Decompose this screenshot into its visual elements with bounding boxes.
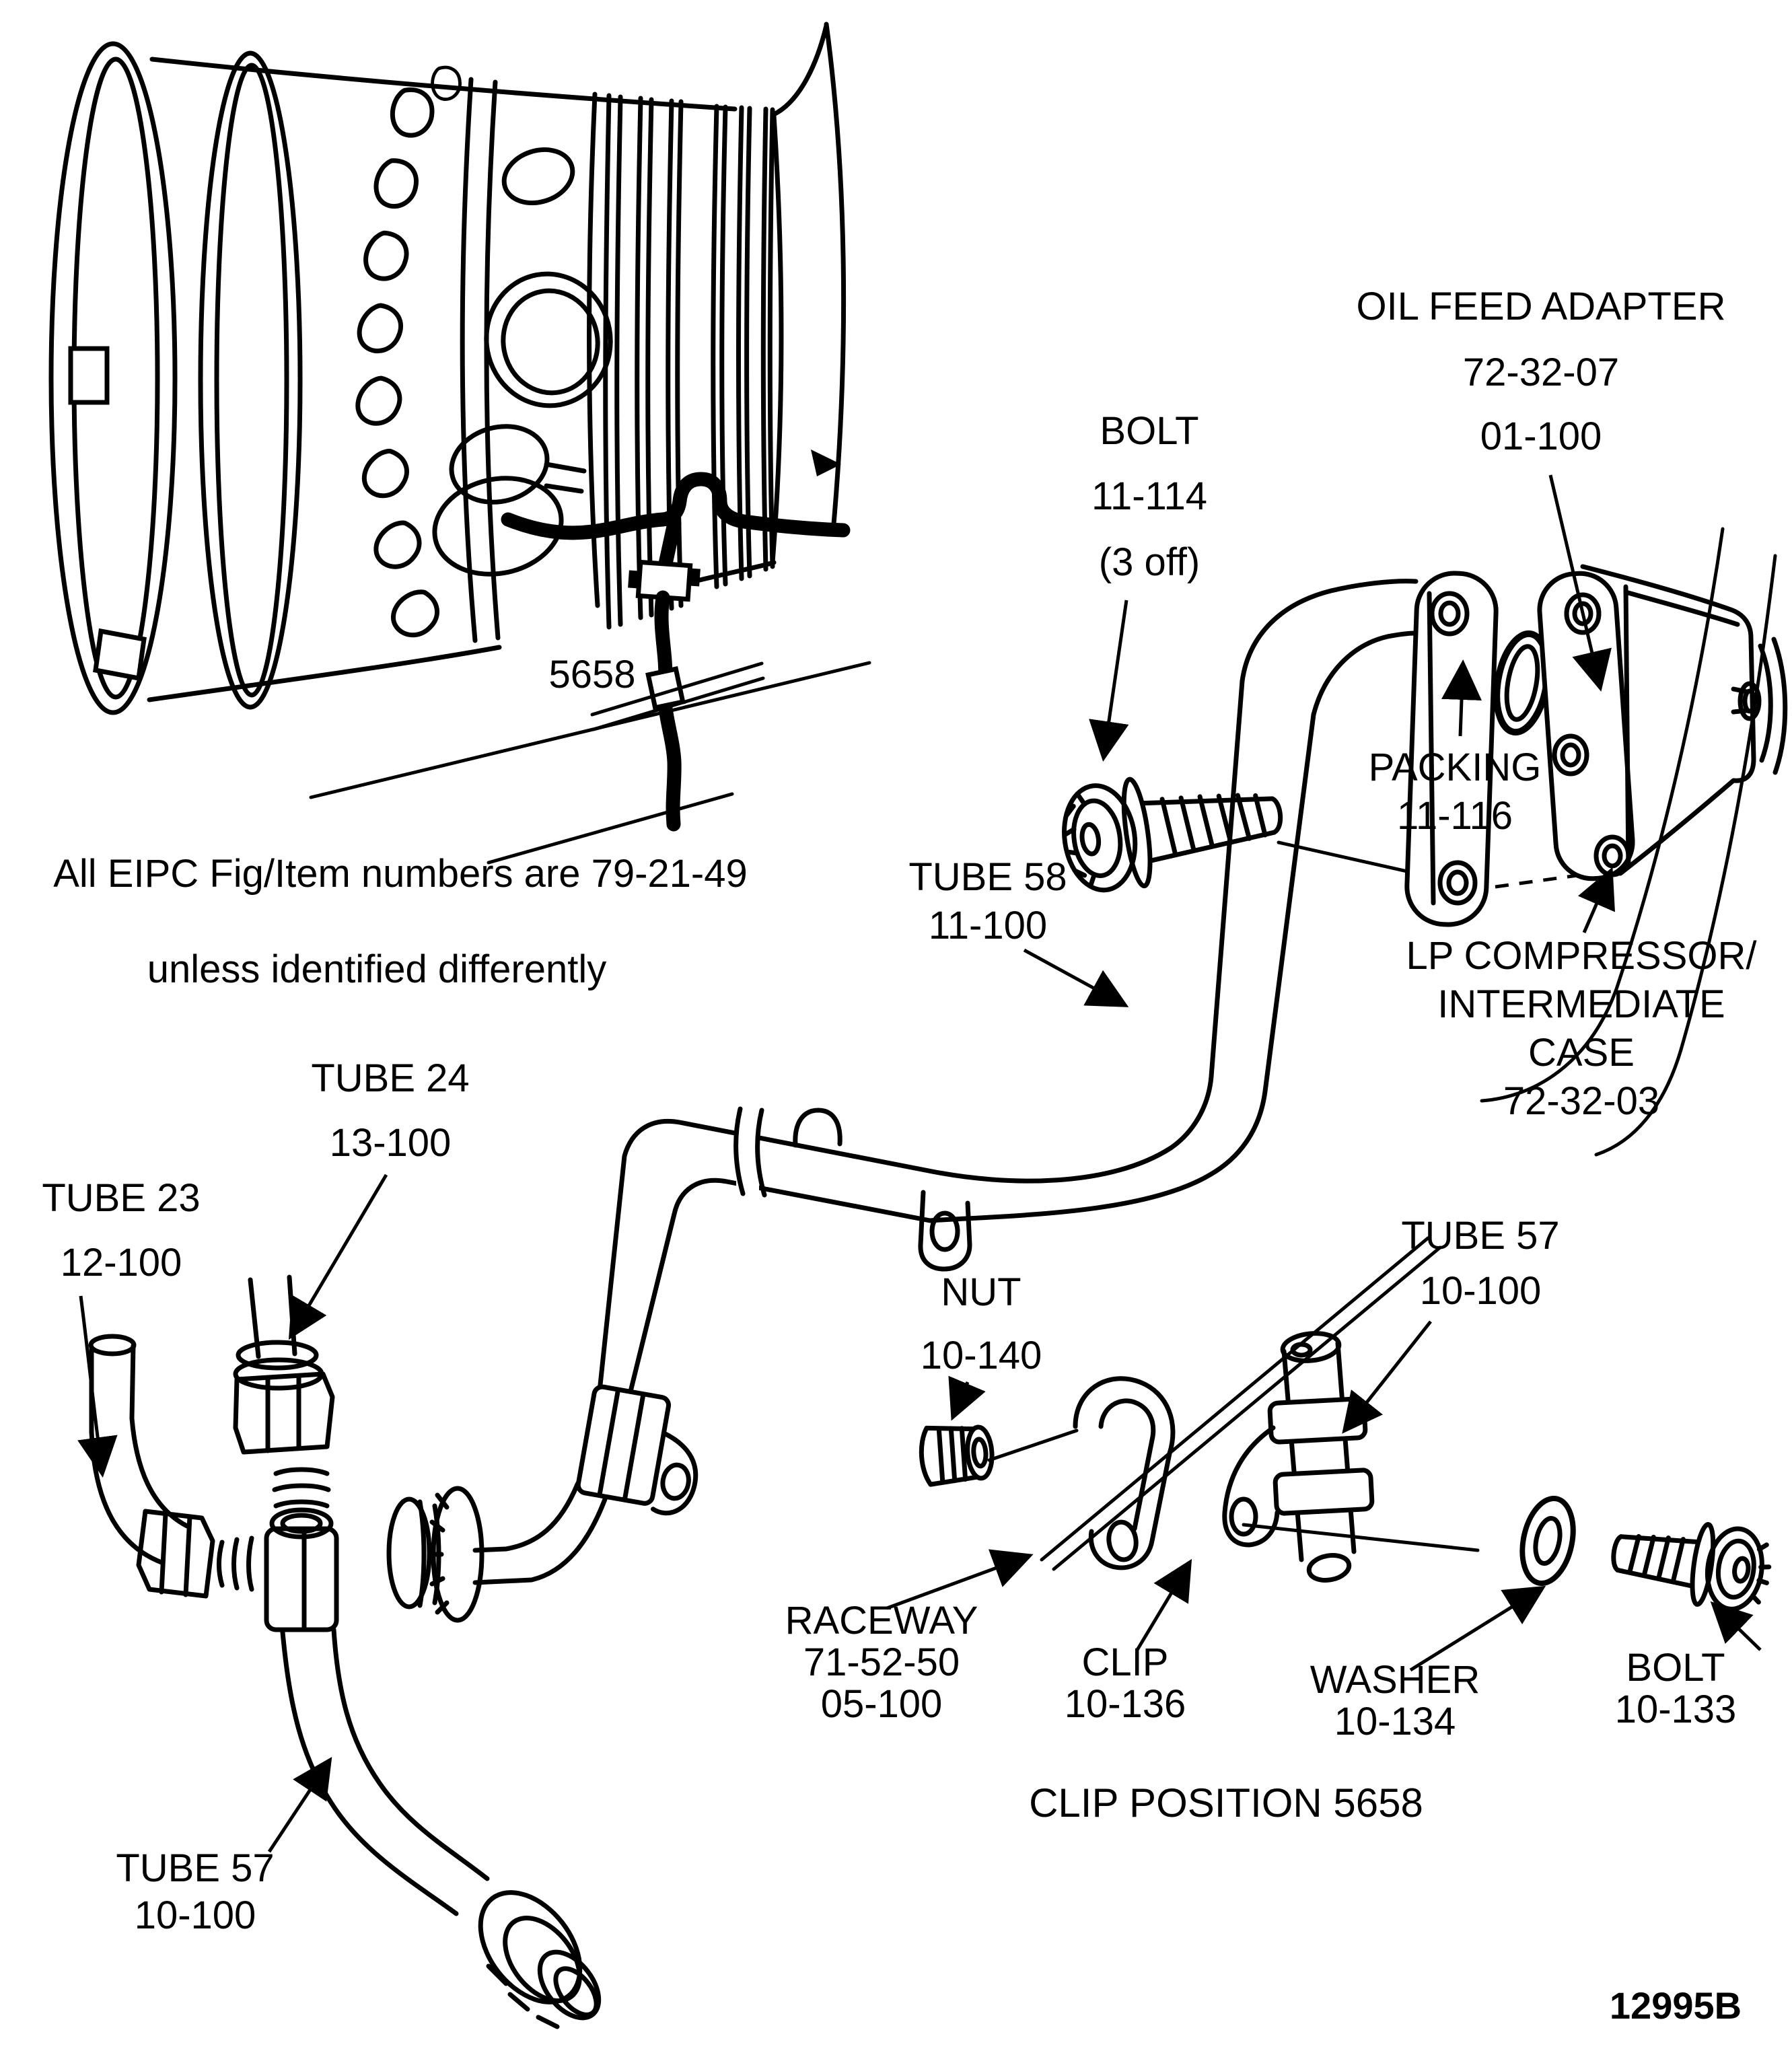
svg-text:72-32-03: 72-32-03	[1503, 1079, 1659, 1123]
svg-text:72-32-07: 72-32-07	[1463, 351, 1619, 394]
position-label-5658: 5658	[548, 653, 635, 696]
callout-bolt-11-114: BOLT	[1100, 409, 1198, 453]
leader-tube-57-right	[1342, 1320, 1432, 1434]
raceway-line-2	[1052, 1245, 1442, 1571]
callout-bolt-10-133: BOLT	[1626, 1646, 1725, 1690]
leader-tube-58	[1023, 948, 1129, 1007]
svg-text:10-100: 10-100	[135, 1893, 256, 1937]
adapter-stud	[1737, 681, 1762, 721]
case-edge-line-2	[1594, 554, 1777, 1157]
callout-nut: NUT	[941, 1270, 1021, 1314]
rim-notch	[68, 346, 110, 405]
eipc-note-line-1: All EIPC Fig/Item numbers are 79-21-49	[53, 852, 748, 896]
svg-text:01-100: 01-100	[1480, 414, 1602, 458]
rim-tab	[93, 628, 147, 682]
leader-clip	[1135, 1558, 1192, 1651]
callout-tube-57-bottom: TUBE 57	[116, 1846, 274, 1890]
callout-clip: CLIP	[1082, 1640, 1169, 1684]
boss-lower	[432, 476, 564, 577]
bolt-10-133-drawing	[1611, 1522, 1772, 1612]
tube-58-tab-bracket	[918, 1190, 972, 1272]
detail-caption: CLIP POSITION 5658	[1029, 1780, 1423, 1825]
leader-bolt-10-133	[1710, 1601, 1762, 1651]
engine-case-drawing	[48, 22, 871, 865]
tube-clip-mark	[645, 666, 686, 711]
case-edge-line-1	[1480, 527, 1725, 1103]
svg-text:10-134: 10-134	[1334, 1700, 1456, 1743]
tube-57-drawing	[280, 1627, 602, 2029]
callout-packing: PACKING	[1369, 746, 1542, 789]
tube-23-drawing	[88, 1334, 254, 1599]
callout-lp-case: LP COMPRESSOR/	[1406, 934, 1757, 978]
leader-oil-feed-adapter	[1548, 474, 1612, 692]
callout-tube-58: TUBE 58	[908, 855, 1067, 899]
clip-10-136-drawing	[1073, 1376, 1176, 1570]
svg-text:10-136: 10-136	[1065, 1682, 1186, 1726]
leader-tube-24	[288, 1173, 388, 1340]
leader-raceway	[886, 1549, 1034, 1610]
boss-upper	[449, 424, 550, 505]
tube-58-lug	[793, 1108, 843, 1148]
leader-lp-case	[1577, 867, 1615, 933]
callout-tube-23: TUBE 23	[42, 1176, 200, 1220]
bolt-11-114-drawing	[1062, 776, 1283, 893]
callout-tube-24: TUBE 24	[311, 1056, 469, 1100]
leader-arrows	[77, 474, 1762, 1853]
callout-labels: OIL FEED ADAPTER 72-32-07 01-100 BOLT 11…	[42, 285, 1757, 2027]
tube-57-stub-drawing	[1222, 1331, 1375, 1583]
tube-58-coupling	[386, 1486, 485, 1623]
nut-10-140-drawing	[919, 1424, 995, 1487]
adapter-exploded-view	[1062, 527, 1788, 1157]
leader-nut	[948, 1375, 986, 1421]
flow-arrow-icon	[811, 449, 841, 476]
small-port-hole	[501, 147, 575, 206]
figure-code: 12995B	[1610, 1984, 1742, 2027]
svg-text:11-116: 11-116	[1397, 794, 1513, 838]
raceway-line-1	[1040, 1236, 1430, 1562]
leader-tube-23	[77, 1295, 118, 1478]
washer-10-134-drawing	[1519, 1495, 1576, 1587]
flange-stack	[603, 93, 775, 630]
svg-text:(3 off): (3 off)	[1099, 540, 1200, 584]
svg-text:CASE: CASE	[1528, 1031, 1635, 1075]
eipc-note-line-2: unless identified differently	[147, 947, 606, 991]
svg-text:71-52-50: 71-52-50	[803, 1640, 960, 1684]
callout-washer: WASHER	[1310, 1658, 1480, 1702]
svg-text:12-100: 12-100	[61, 1241, 182, 1285]
callout-tube-57-right: TUBE 57	[1401, 1214, 1559, 1258]
tube-24-drawing	[233, 1274, 335, 1509]
installed-tube-5658	[501, 472, 851, 832]
svg-text:10-133: 10-133	[1615, 1688, 1737, 1731]
leader-washer	[1409, 1585, 1546, 1672]
tube-58-hex-collar	[575, 1384, 698, 1516]
leader-bolt-11-114	[1089, 600, 1129, 762]
vane-holes	[357, 62, 466, 642]
leader-packing	[1441, 659, 1482, 737]
svg-text:10-140: 10-140	[921, 1334, 1042, 1377]
svg-text:INTERMEDIATE: INTERMEDIATE	[1437, 982, 1725, 1026]
svg-text:10-100: 10-100	[1420, 1269, 1542, 1313]
svg-text:05-100: 05-100	[821, 1682, 943, 1726]
tee-union-drawing	[264, 1507, 339, 1632]
tube-58-drawing	[386, 678, 1316, 1623]
tee-assembly-drawing	[88, 1274, 602, 2029]
svg-text:13-100: 13-100	[330, 1121, 452, 1165]
svg-text:11-114: 11-114	[1091, 474, 1207, 518]
callout-raceway: RACEWAY	[785, 1599, 978, 1642]
callout-oil-feed-adapter: OIL FEED ADAPTER	[1357, 285, 1726, 328]
leader-tube-57-bottom	[267, 1756, 332, 1853]
svg-text:11-100: 11-100	[929, 904, 1047, 947]
clip-position-detail	[919, 1236, 1772, 1612]
large-port-hole	[484, 271, 613, 408]
